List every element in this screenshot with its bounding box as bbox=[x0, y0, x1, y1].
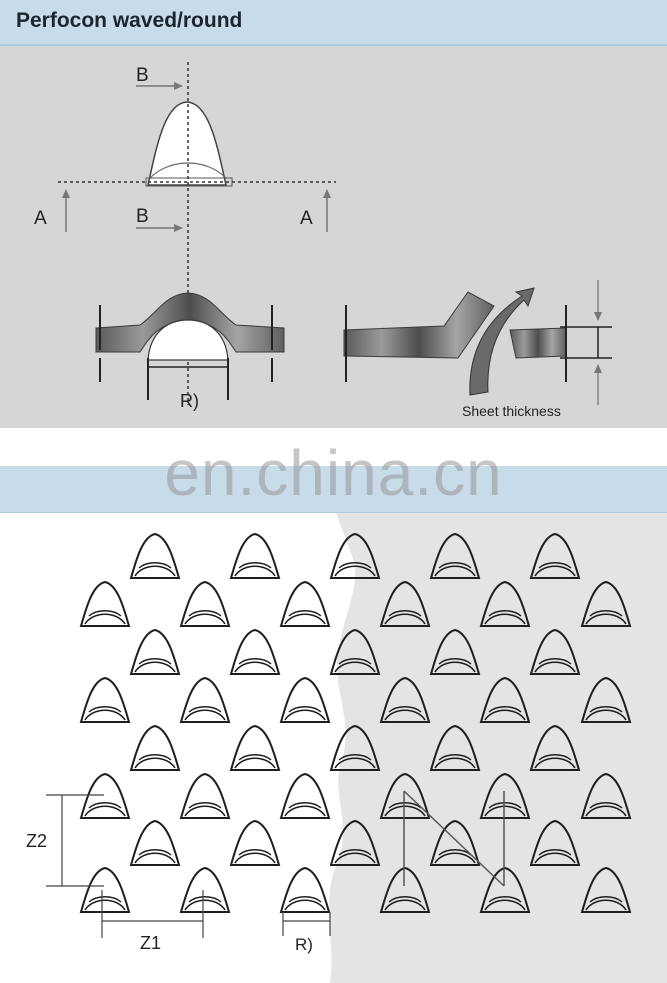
label-b-mid: B bbox=[136, 206, 149, 227]
label-a-left: A bbox=[34, 208, 47, 229]
page-title: Perfocon waved/round bbox=[16, 9, 243, 32]
header-bar: Perfocon waved/round bbox=[0, 0, 667, 46]
label-z1: Z1 bbox=[140, 933, 161, 953]
bottom-header-bar bbox=[0, 466, 667, 513]
label-a-right: A bbox=[300, 208, 313, 229]
cone-plan-view bbox=[145, 101, 233, 187]
section-b-b bbox=[343, 280, 612, 405]
label-sheet-thickness: Sheet thickness bbox=[462, 403, 561, 419]
label-z2: Z2 bbox=[26, 831, 47, 851]
section-a-a bbox=[95, 292, 285, 400]
pitch-lines bbox=[403, 790, 505, 887]
dimension-r bbox=[282, 912, 331, 936]
label-r-pattern: R) bbox=[295, 935, 313, 954]
shaded-pattern-area bbox=[329, 513, 667, 983]
label-r-section: R) bbox=[180, 391, 199, 411]
label-b-top: B bbox=[136, 65, 149, 86]
watermark: en.china.cn bbox=[164, 437, 503, 509]
dimension-z2 bbox=[46, 794, 104, 887]
dimension-z1 bbox=[101, 890, 204, 938]
